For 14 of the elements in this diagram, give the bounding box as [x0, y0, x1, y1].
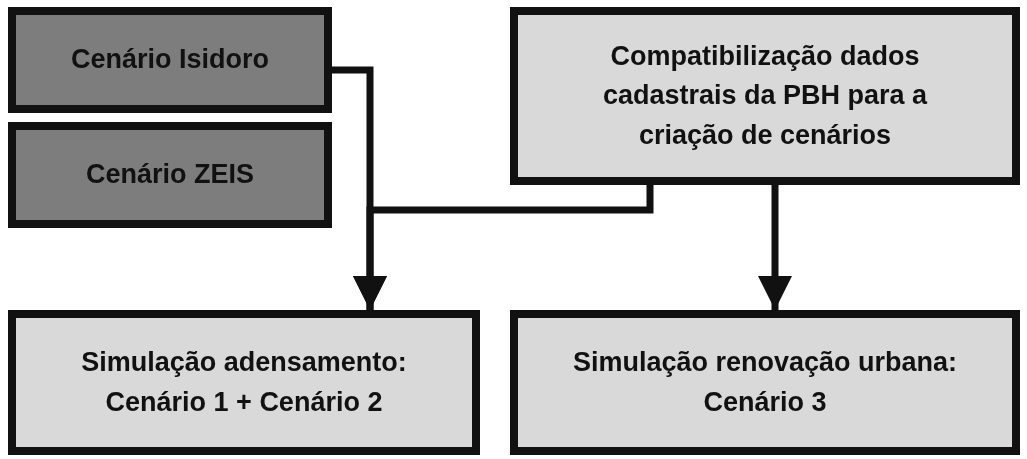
box-text: Cenário 1 + Cenário 2 [105, 385, 383, 419]
process-box [510, 7, 1020, 185]
box-text: Cenário Isidoro [71, 43, 269, 77]
process-box [510, 310, 1020, 455]
process-box [8, 122, 332, 228]
arrow [353, 185, 654, 310]
box-text: Cenário 3 [703, 385, 827, 419]
box-text: Simulação adensamento: [81, 346, 407, 380]
arrow [758, 185, 792, 310]
process-box [8, 7, 332, 113]
box-text: Simulação renovação urbana: [572, 346, 958, 380]
box-text: Compatibilização dados cadastrais da PBH para a criação de cenários [601, 40, 929, 152]
process-box [8, 310, 480, 455]
box-text: Cenário ZEIS [85, 158, 254, 192]
